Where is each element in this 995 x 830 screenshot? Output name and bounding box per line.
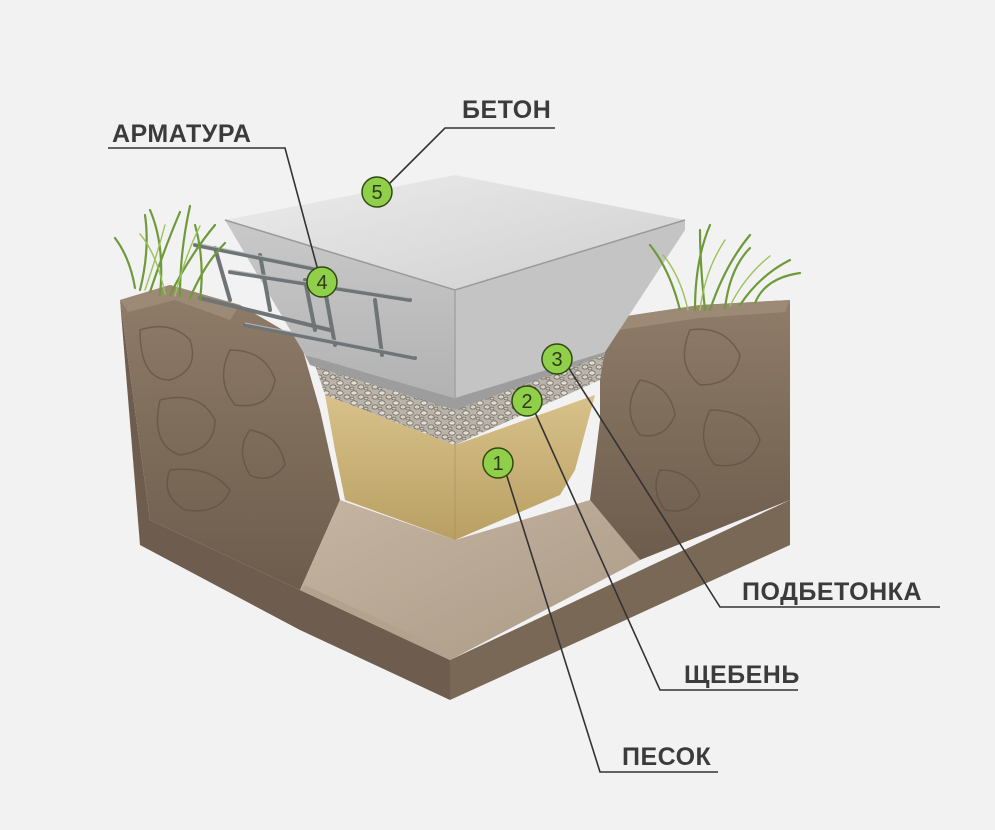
marker-3-number: 3	[551, 349, 562, 371]
leader-beton	[387, 127, 555, 186]
leader-scheben	[532, 407, 798, 691]
marker-3: 3	[541, 343, 573, 375]
marker-4: 4	[306, 266, 338, 298]
marker-5: 5	[361, 176, 393, 208]
leader-armatura	[108, 147, 321, 279]
gravel-layer	[310, 350, 605, 445]
leader-lines	[108, 127, 940, 773]
leader-podbetonka	[564, 361, 940, 608]
marker-1: 1	[482, 447, 514, 479]
label-armatura: АРМАТУРА	[112, 120, 252, 148]
grass-right	[648, 223, 802, 312]
marker-2-number: 2	[521, 391, 532, 413]
marker-2: 2	[511, 385, 543, 417]
marker-1-number: 1	[492, 453, 503, 475]
marker-4-number: 4	[316, 272, 327, 294]
label-beton: БЕТОН	[462, 96, 552, 124]
sand-layer	[325, 395, 595, 540]
marker-5-number: 5	[371, 182, 382, 204]
label-podbetonka: ПОДБЕТОНКА	[742, 578, 922, 606]
label-pesok: ПЕСОК	[622, 743, 712, 771]
label-scheben: ЩЕБЕНЬ	[684, 661, 800, 689]
leader-pesok	[504, 469, 718, 773]
